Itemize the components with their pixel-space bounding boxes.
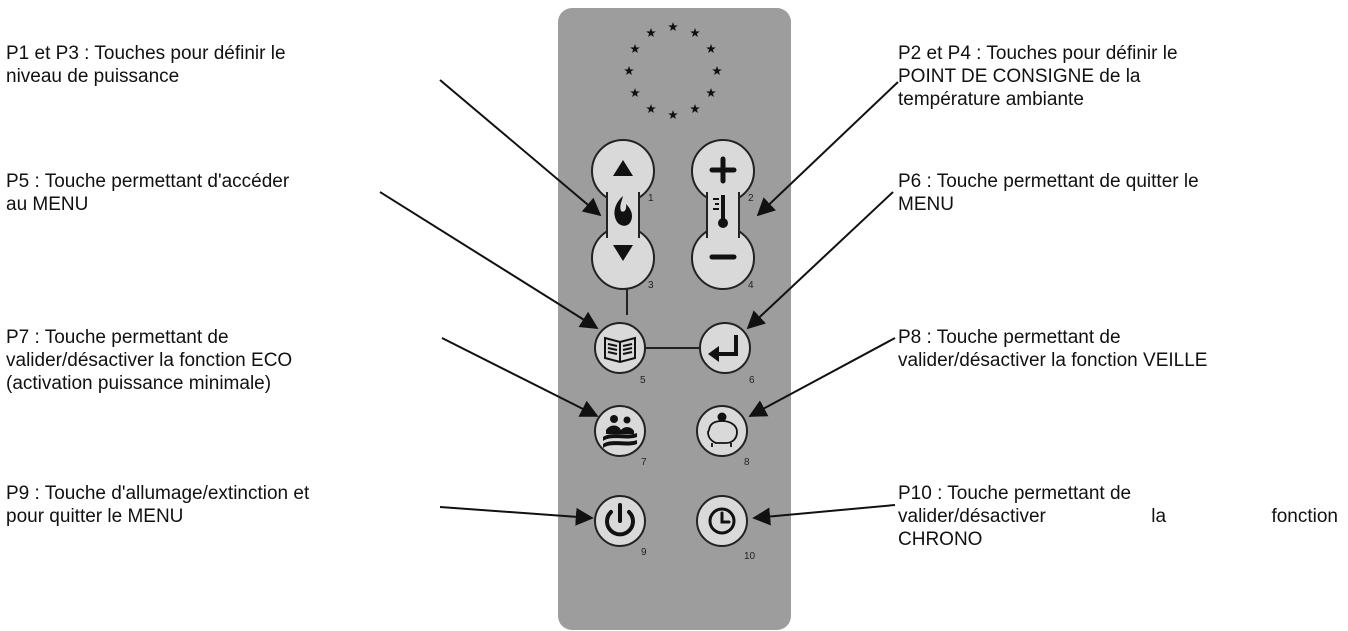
arrow-p10 xyxy=(752,504,896,526)
button-number: 9 xyxy=(641,547,647,558)
temperature-setpoint-button[interactable] xyxy=(691,139,755,290)
label-line: P5 : Touche permettant d'accéder xyxy=(6,171,290,192)
button-number: 7 xyxy=(641,457,647,468)
arrow-p7 xyxy=(441,337,599,417)
power-button[interactable] xyxy=(594,495,646,547)
label-line: valider/désactiver la fonction VEILLE xyxy=(898,350,1208,371)
label-line: P2 et P4 : Touches pour définir le xyxy=(898,43,1178,64)
arrow-p1-p3 xyxy=(439,79,602,217)
button-number: 2 xyxy=(748,193,754,204)
label-line: valider/désactiver la fonction ECO xyxy=(6,350,293,371)
button-number: 6 xyxy=(749,375,755,386)
flame-icon xyxy=(614,196,633,226)
plus-icon xyxy=(709,156,737,184)
label-line: P9 : Touche d'allumage/extinction et xyxy=(6,483,310,504)
label-p1-p3: P1 et P3 : Touches pour définir le nivea… xyxy=(6,42,286,88)
label-p8: P8 : Touche permettant de valider/désact… xyxy=(898,326,1207,372)
piggy-bank-icon xyxy=(707,412,738,447)
label-p6: P6 : Touche permettant de quitter le MEN… xyxy=(898,170,1199,216)
chrono-button[interactable] xyxy=(696,495,748,547)
label-line: POINT DE CONSIGNE de la xyxy=(898,66,1141,87)
label-p5: P5 : Touche permettant d'accéder au MENU xyxy=(6,170,289,216)
label-p9: P9 : Touche d'allumage/extinction et pou… xyxy=(6,482,309,528)
label-p2-p4: P2 et P4 : Touches pour définir le POINT… xyxy=(898,42,1178,111)
arrow-p2-p4 xyxy=(756,81,899,217)
arrow-p9 xyxy=(439,506,594,526)
button-number: 10 xyxy=(744,551,756,562)
arrow-p6 xyxy=(746,191,894,330)
button-number: 4 xyxy=(748,280,754,291)
power-icon xyxy=(605,503,635,537)
button-number: 1 xyxy=(648,193,654,204)
book-icon xyxy=(604,336,636,364)
clock-icon xyxy=(708,507,736,535)
label-line: P8 : Touche permettant de xyxy=(898,327,1121,348)
arrow-p5 xyxy=(379,191,599,329)
label-line: P6 : Touche permettant de quitter le xyxy=(898,171,1199,192)
button-number: 5 xyxy=(640,375,646,386)
eco-button[interactable] xyxy=(594,405,646,457)
button-number: 8 xyxy=(744,457,750,468)
label-line: (activation puissance minimale) xyxy=(6,373,272,394)
label-line: valider/désactiver la fonction xyxy=(898,506,1338,527)
standby-button[interactable] xyxy=(696,405,748,457)
label-line: MENU xyxy=(898,194,954,215)
label-line: pour quitter le MENU xyxy=(6,506,184,527)
eu-stars-icon xyxy=(624,22,722,119)
arrow-p8 xyxy=(748,337,896,417)
label-line: P7 : Touche permettant de xyxy=(6,327,229,348)
label-p7: P7 : Touche permettant de valider/désact… xyxy=(6,326,292,395)
label-line: CHRONO xyxy=(898,529,983,550)
leader-arrows xyxy=(379,79,899,526)
label-line: P1 et P3 : Touches pour définir le xyxy=(6,43,286,64)
thermometer-icon xyxy=(713,195,728,228)
button-number: 3 xyxy=(648,280,654,291)
arrow-up-icon xyxy=(613,160,633,176)
eco-icon xyxy=(603,415,637,448)
label-line: P10 : Touche permettant de xyxy=(898,483,1132,504)
label-line: niveau de puissance xyxy=(6,66,180,87)
arrow-down-icon xyxy=(613,245,633,261)
label-line: température ambiante xyxy=(898,89,1084,110)
power-level-button[interactable] xyxy=(591,139,655,290)
menu-button[interactable] xyxy=(594,322,646,374)
enter-icon xyxy=(708,335,738,362)
label-line: au MENU xyxy=(6,194,89,215)
label-p10: P10 : Touche permettant de valider/désac… xyxy=(898,482,1338,551)
quit-menu-button[interactable] xyxy=(699,322,751,374)
